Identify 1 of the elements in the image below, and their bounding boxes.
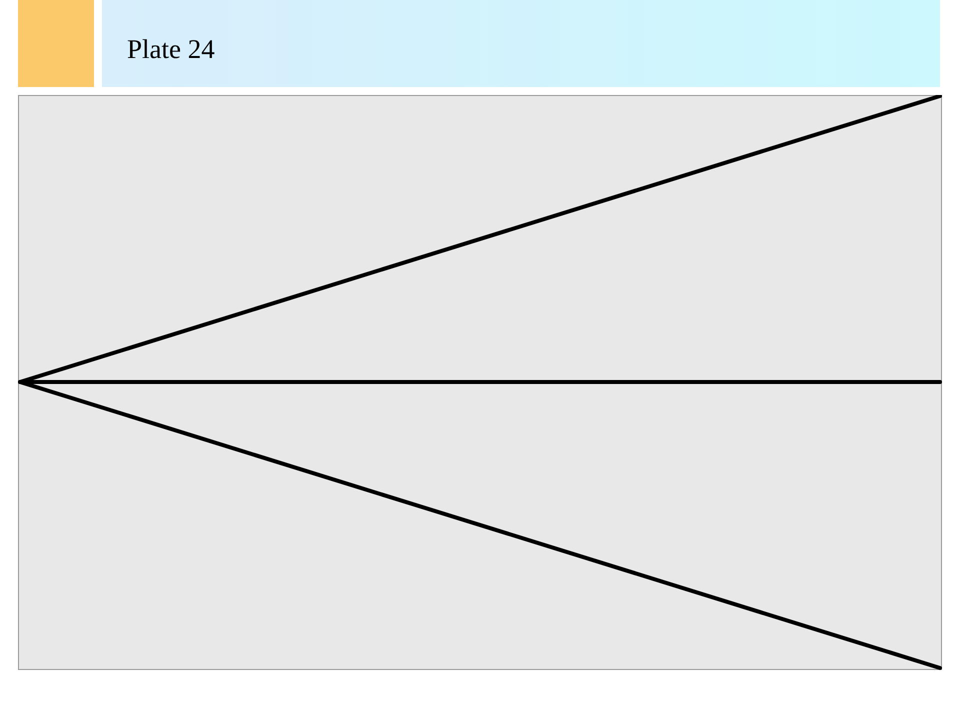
title: Plate 24 xyxy=(127,36,215,63)
